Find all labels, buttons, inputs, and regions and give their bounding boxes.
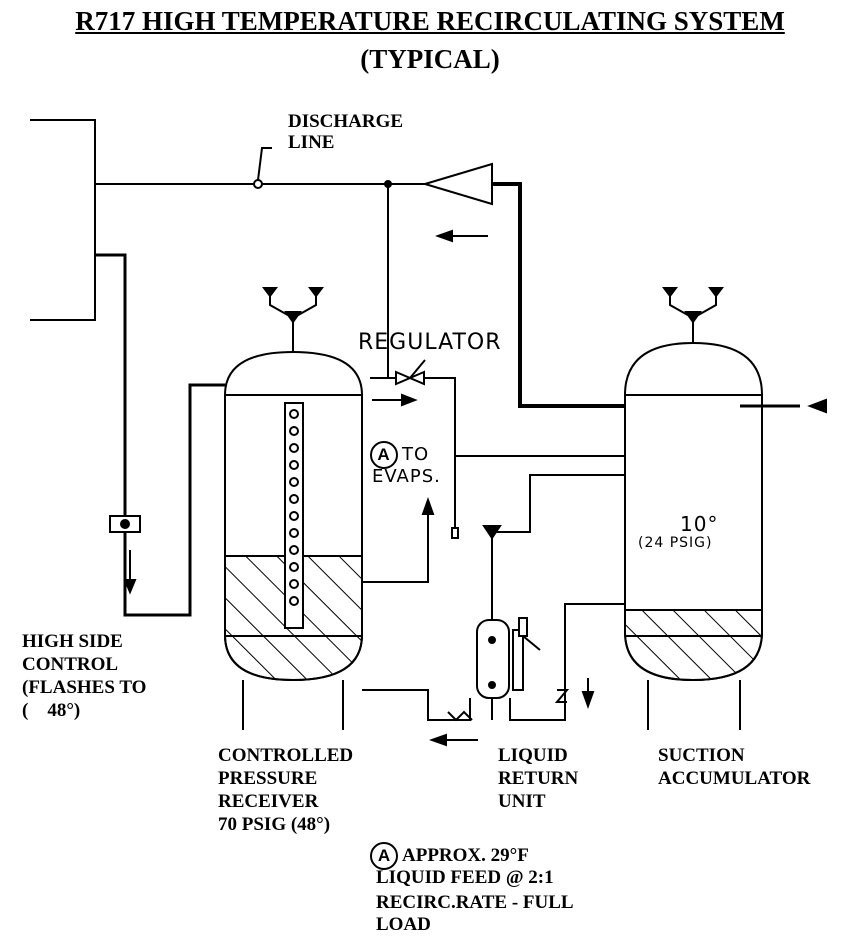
discharge-label-2: LINE (288, 132, 335, 153)
condenser-outline (30, 119, 96, 321)
note-a-marker: A (370, 842, 398, 870)
note-line-4: LOAD (376, 914, 431, 935)
diagram-title: R717 HIGH TEMPERATURE RECIRCULATING SYST… (75, 6, 785, 36)
cpr-label-1: CONTROLLED (218, 745, 354, 766)
hsc-label-4: ( 48°) (22, 700, 81, 721)
compressor (421, 162, 493, 206)
diagram-subtitle: (TYPICAL) (360, 44, 500, 74)
note-line-3: RECIRC.RATE - FULL (376, 892, 574, 913)
accumulator-psig: (24 PSIG) (638, 535, 713, 551)
note-line-1-text: APPROX. 29°F (402, 845, 529, 866)
lru-label-3: UNIT (498, 791, 546, 812)
lru-label-1: LIQUID (498, 745, 568, 766)
cpr-label-4: 70 PSIG (48°) (218, 814, 331, 835)
discharge-label-1: DISCHARGE (288, 111, 404, 132)
sa-label-1: SUCTION (658, 745, 745, 766)
regulator-valve (395, 370, 413, 386)
cpr-label-3: RECEIVER (218, 791, 319, 812)
hsc-label-3: (FLASHES TO (22, 677, 147, 698)
regulator-label: REGULATOR (358, 330, 502, 355)
accumulator-temp: 10° (680, 512, 719, 536)
hsc-label-1: HIGH SIDE (22, 631, 123, 652)
cpr-label-2: PRESSURE (218, 768, 318, 789)
to-evaps-label-2: EVAPS. (372, 466, 441, 487)
to-label: TO (402, 444, 430, 465)
hsc-label-2: CONTROL (22, 654, 119, 675)
sa-label-2: ACCUMULATOR (658, 768, 811, 789)
note-line-2: LIQUID FEED @ 2:1 (376, 867, 554, 888)
suction-line (492, 182, 625, 408)
lru-label-2: RETURN (498, 768, 579, 789)
a-marker: A (370, 441, 398, 469)
